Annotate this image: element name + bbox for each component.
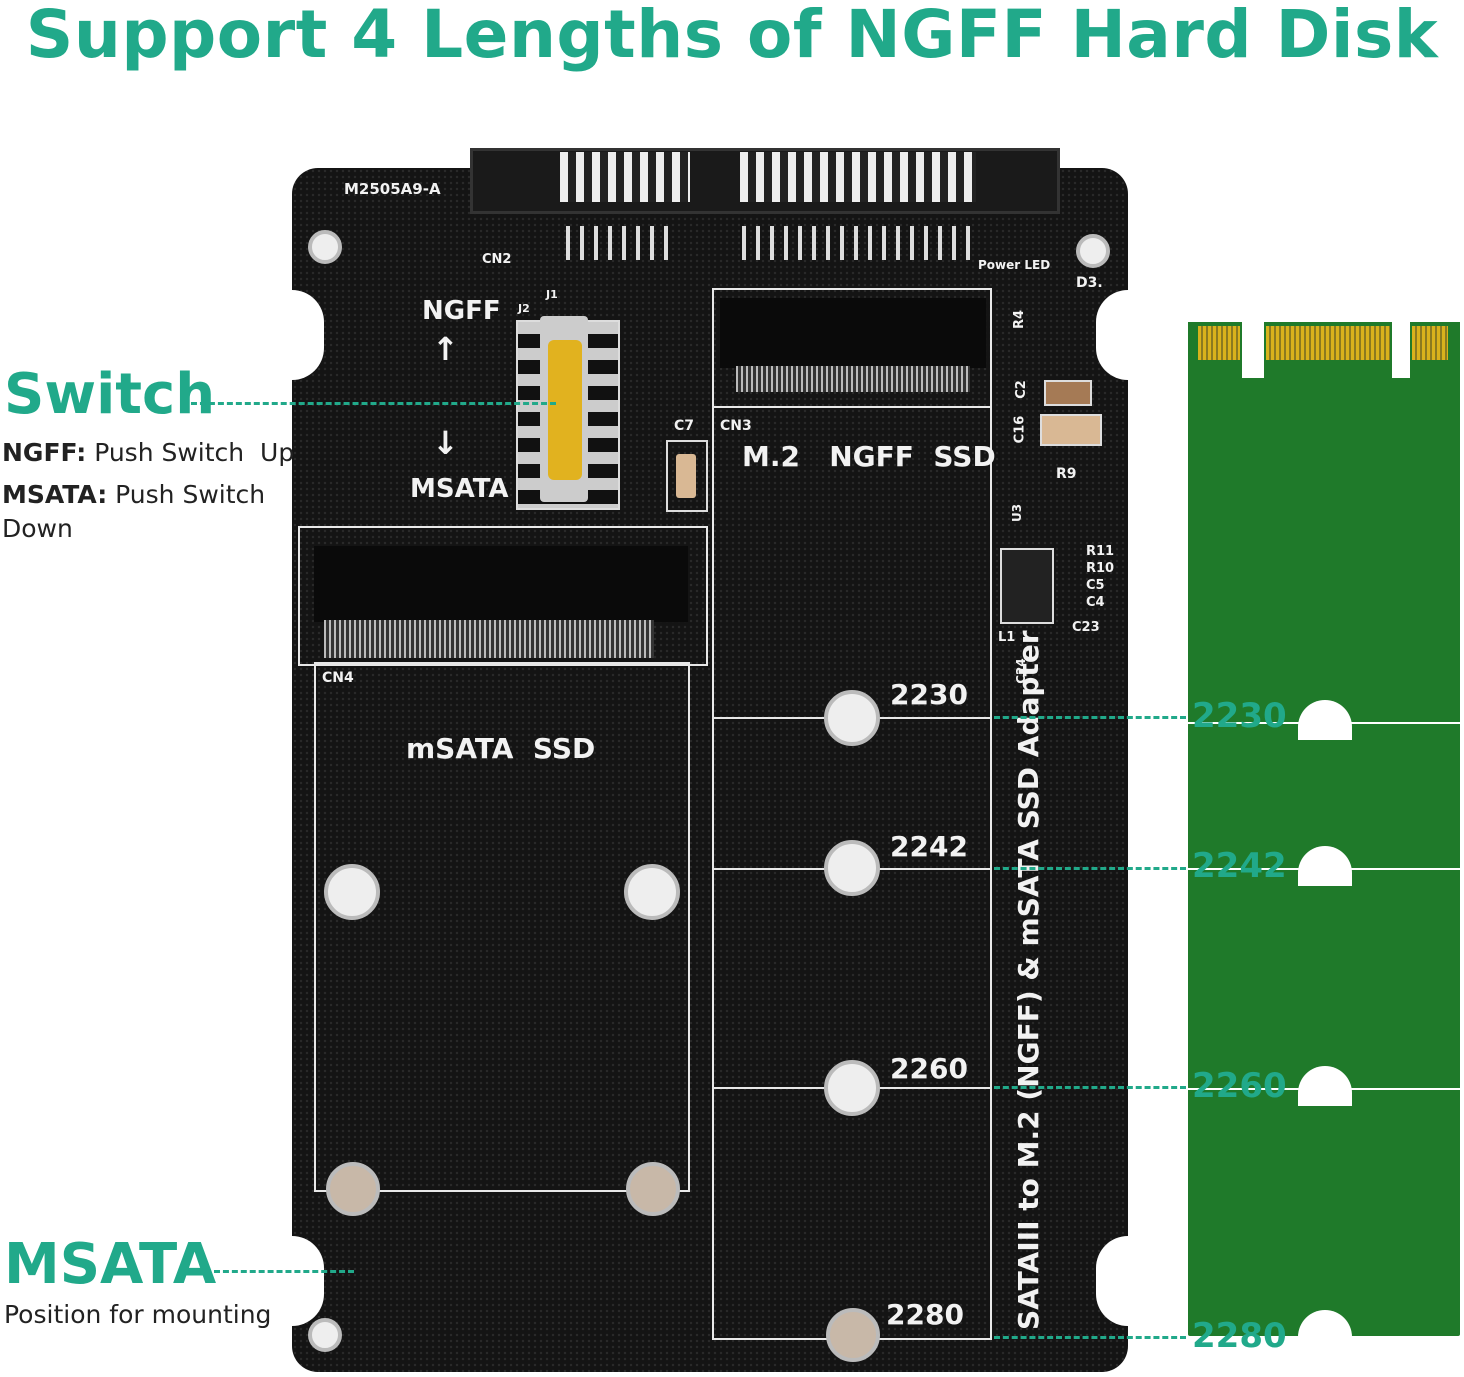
standoff-hole-2230 <box>824 690 880 746</box>
standoff-hole-2242 <box>824 840 880 896</box>
capacitor <box>676 454 696 498</box>
ngff-text: Push Switch Up <box>94 438 295 467</box>
capacitor <box>1040 414 1102 446</box>
c4-label: C4 <box>1086 595 1105 610</box>
msata-ssd-label: mSATA SSD <box>406 732 596 765</box>
msata-slot <box>314 546 688 622</box>
msata-switch-label: MSATA <box>410 474 509 504</box>
arrow-down-icon: ↓ <box>432 424 459 462</box>
divider <box>712 406 990 408</box>
length-label-2242: 2242 <box>890 830 968 863</box>
c5-label: C5 <box>1086 578 1105 593</box>
switch-ngff-instruction: NGFF: Push Switch Up <box>2 438 294 467</box>
switch-msata-instruction: MSATA: Push Switch Down <box>2 478 272 546</box>
switch-heading: Switch <box>4 362 216 427</box>
msata-standoff <box>626 1162 680 1216</box>
cn3-label: CN3 <box>720 418 752 434</box>
ssd-screw-notch-2280 <box>1298 1310 1352 1350</box>
leader-2260 <box>994 1086 1186 1089</box>
l1-label: L1 <box>998 630 1016 645</box>
arrow-up-icon: ↑ <box>432 330 459 368</box>
board-notch <box>260 1236 324 1326</box>
board-notch <box>260 290 324 380</box>
j1-label: J1 <box>546 288 558 301</box>
length-label-2280: 2280 <box>886 1298 964 1331</box>
mount-hole <box>308 1318 342 1352</box>
adapter-title-vertical: SATAIII to M.2 (NGFF) & mSATA SSD Adapte… <box>1012 630 1045 1330</box>
ssd-screw-notch-2260 <box>1298 1066 1352 1106</box>
page-title: Support 4 Lengths of NGFF Hard Disk <box>25 0 1439 73</box>
ssd-cut-2230 <box>1188 722 1460 724</box>
adapter-board <box>292 168 1128 1372</box>
sata-data-pins <box>740 152 976 202</box>
r11-label: R11 <box>1086 544 1115 559</box>
j2-label: J2 <box>518 302 530 315</box>
ssd-key-notch <box>1392 318 1410 378</box>
switch-leader-line <box>182 402 556 405</box>
ssd-key-notch <box>1242 318 1264 378</box>
board-notch <box>1096 290 1160 380</box>
msata-mount-text: Position for mounting <box>4 1300 272 1329</box>
c7-label: C7 <box>674 418 695 434</box>
standoff-2280 <box>826 1308 880 1362</box>
solder-pins <box>566 226 672 260</box>
length-label-2260: 2260 <box>890 1052 968 1085</box>
ssd-mark-2280: 2280 <box>1192 1316 1287 1356</box>
leader-2280 <box>994 1336 1186 1339</box>
d3-label: D3. <box>1076 275 1103 291</box>
model-label: M2505A9-A <box>344 180 441 198</box>
ssd-mark-2260: 2260 <box>1192 1066 1287 1106</box>
c7-outline <box>666 440 708 512</box>
mount-hole <box>308 230 342 264</box>
capacitor <box>1044 380 1092 406</box>
msata-standoff <box>326 1162 380 1216</box>
length-label-2230: 2230 <box>890 678 968 711</box>
ssd-cut-2260 <box>1188 1088 1460 1090</box>
r4-label: R4 <box>1012 309 1028 330</box>
ssd-screw-notch-2242 <box>1298 846 1352 886</box>
msata-slot-pins <box>324 620 654 658</box>
solder-pins <box>742 226 974 260</box>
leader-2242 <box>994 867 1186 870</box>
msata-key: MSATA: <box>2 480 108 509</box>
r10-label: R10 <box>1086 561 1115 576</box>
cn4-label: CN4 <box>322 670 354 686</box>
ssd-mark-2242: 2242 <box>1192 846 1287 886</box>
switch-slider[interactable] <box>548 340 582 480</box>
mount-hole <box>1076 234 1110 268</box>
standoff-hole-2260 <box>824 1060 880 1116</box>
c16-label: C16 <box>1012 415 1028 444</box>
power-led-label: Power LED <box>978 258 1051 272</box>
ssd-gold-fingers <box>1198 326 1240 360</box>
ngff-switch-label: NGFF <box>422 296 501 326</box>
cn2-label: CN2 <box>482 252 512 267</box>
inductor <box>1000 548 1054 624</box>
msata-text: Push Switch Down <box>2 480 266 543</box>
c2-label: C2 <box>1013 380 1029 399</box>
ssd-screw-notch-2230 <box>1298 700 1352 740</box>
leader-2230 <box>994 716 1186 719</box>
msata-slot-outline <box>298 526 708 666</box>
ngff-key: NGFF: <box>2 438 87 467</box>
u3-label: U3 <box>1010 503 1025 523</box>
msata-heading: MSATA <box>4 1232 217 1297</box>
ssd-gold-fingers <box>1266 326 1390 360</box>
r9-label: R9 <box>1056 466 1077 482</box>
m2-slot-pins <box>736 366 970 392</box>
board-notch <box>1096 1236 1160 1326</box>
m2-slot <box>720 298 986 368</box>
msata-hole <box>324 864 380 920</box>
sata-power-pins <box>560 152 690 202</box>
msata-leader-line <box>214 1270 354 1273</box>
c23-label: C23 <box>1072 620 1100 635</box>
ssd-gold-fingers <box>1412 326 1448 360</box>
m2-ssd-label: M.2 NGFF SSD <box>742 440 996 473</box>
ssd-cut-2242 <box>1188 868 1460 870</box>
ssd-mark-2230: 2230 <box>1192 696 1287 736</box>
msata-area-outline <box>314 662 690 1192</box>
msata-hole <box>624 864 680 920</box>
